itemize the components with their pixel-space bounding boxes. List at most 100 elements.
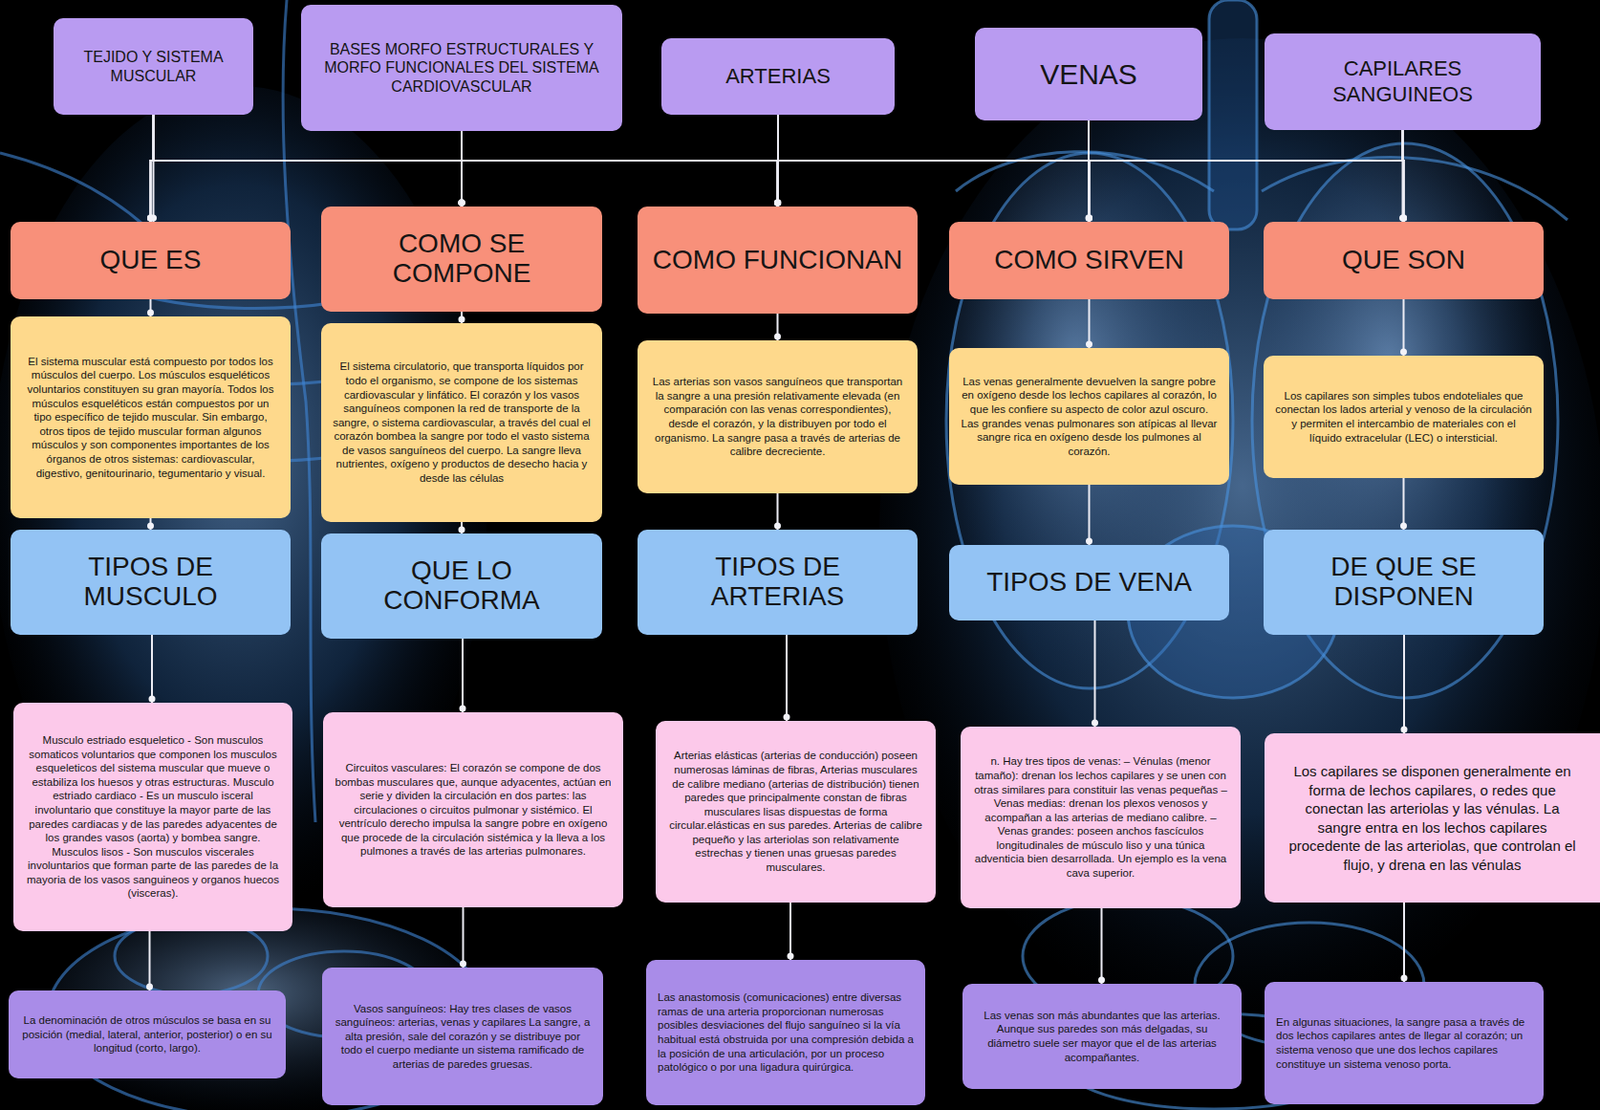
section-header: QUE SON: [1263, 221, 1544, 300]
connector-dot: [1400, 522, 1407, 530]
connector-dot: [459, 960, 467, 968]
category-header: TIPOS DE MUSCULO: [10, 529, 291, 635]
connector-line: [778, 120, 1090, 207]
connector-line: [1101, 908, 1103, 984]
connector-line: [1089, 129, 1404, 222]
connector-line: [1088, 484, 1091, 545]
box-text: ARTERIAS: [672, 64, 884, 89]
connector-line: [461, 638, 464, 713]
connector-line: [461, 130, 1405, 222]
title-box: TEJIDO Y SISTEMA MUSCULAR: [53, 18, 254, 115]
box-text: QUE LO CONFORMA: [332, 556, 591, 616]
box-text: Circuitos vasculares: El corazón se comp…: [334, 760, 612, 859]
box-text: COMO FUNCIONAN: [648, 245, 907, 276]
box-text: QUE ES: [21, 245, 280, 276]
box-text: BASES MORFO ESTRUCTURALES Y MORFO FUNCIO…: [312, 40, 611, 96]
box-text: En algunas situaciones, la sangre pasa a…: [1275, 1015, 1533, 1071]
box-text: CAPILARES SANGUINEOS: [1275, 56, 1530, 108]
connector-line: [1403, 299, 1406, 356]
box-text: Vasos sanguíneos: Hay tres clases de vas…: [333, 1001, 592, 1072]
connector-line: [151, 120, 1090, 222]
box-text: Los capilares son simples tubos endoteli…: [1275, 389, 1533, 445]
summary-box: Las arterias son vasos sanguíneos que tr…: [637, 340, 918, 494]
detail-box: Los capilares se disponen generalmente e…: [1264, 733, 1600, 903]
connector-dot: [1085, 341, 1093, 348]
box-text: El sistema circulatorio, que transporta …: [332, 359, 591, 485]
note-box: La denominación de otros músculos se bas…: [8, 990, 286, 1079]
connector-line: [461, 120, 1089, 207]
connector-dot: [458, 199, 466, 207]
connector-dot: [774, 199, 781, 207]
section-header: COMO SIRVEN: [949, 221, 1230, 300]
connector-dot: [458, 199, 466, 207]
box-text: n. Hay tres tipos de venas: – Vénulas (m…: [972, 754, 1230, 880]
connector-dot: [458, 526, 466, 534]
connector-dot: [146, 983, 153, 991]
connector-line: [1094, 620, 1097, 727]
box-text: QUE SON: [1275, 245, 1533, 276]
box-text: Las arterias son vasos sanguíneos que tr…: [648, 374, 907, 459]
connector-line: [785, 634, 788, 721]
connector-dot: [459, 705, 467, 713]
note-box: Las venas son más abundantes que las art…: [962, 983, 1242, 1089]
detail-box: Musculo estriado esqueletico - Son muscu…: [13, 702, 293, 931]
detail-box: n. Hay tres tipos de venas: – Vénulas (m…: [960, 726, 1241, 909]
connector-dot: [149, 695, 156, 703]
box-text: COMO SIRVEN: [960, 245, 1218, 276]
connector-line: [462, 907, 465, 968]
connector-dot: [1400, 215, 1407, 222]
connector-dot: [1401, 726, 1408, 734]
box-text: TEJIDO Y SISTEMA MUSCULAR: [64, 47, 242, 85]
connector-line: [1402, 129, 1405, 222]
box-text: Los capilares se disponen generalmente e…: [1283, 761, 1581, 874]
connector-line: [789, 902, 792, 960]
connector-line: [461, 130, 779, 207]
connector-dot: [774, 333, 781, 341]
connector-line: [461, 129, 1404, 207]
connector-dot: [1085, 215, 1093, 222]
connector-dot: [774, 199, 781, 207]
connector-dot: [774, 199, 781, 207]
connector-dot: [1400, 215, 1407, 222]
connector-line: [1088, 120, 1405, 222]
box-text: COMO SE COMPONE: [332, 229, 591, 289]
connector-dot: [147, 215, 154, 222]
detail-box: Arterias elásticas (arterias de conducci…: [655, 720, 936, 903]
box-text: La denominación de otros músculos se bas…: [20, 1013, 275, 1056]
summary-box: Las venas generalmente devuelven la sang…: [949, 347, 1230, 485]
box-text: TIPOS DE MUSCULO: [21, 552, 280, 612]
connector-dot: [1085, 215, 1093, 222]
connector-line: [1403, 634, 1406, 734]
connector-dot: [1400, 215, 1407, 222]
connector-dot: [1085, 215, 1093, 222]
connector-dot: [147, 215, 154, 222]
connector-line: [151, 634, 153, 703]
category-header: QUE LO CONFORMA: [321, 533, 603, 639]
title-box: CAPILARES SANGUINEOS: [1264, 33, 1541, 130]
connector-line: [1403, 477, 1406, 530]
section-header: QUE ES: [10, 221, 291, 300]
connector-dot: [1399, 215, 1406, 222]
box-text: TIPOS DE VENA: [960, 567, 1218, 598]
summary-box: Los capilares son simples tubos endoteli…: [1263, 355, 1544, 478]
category-header: TIPOS DE VENA: [949, 544, 1230, 621]
connector-dot: [787, 952, 795, 960]
connector-line: [153, 114, 1090, 222]
connector-dot: [147, 215, 154, 222]
category-header: DE QUE SE DISPONEN: [1263, 529, 1544, 635]
box-text: Las venas son más abundantes que las art…: [973, 1008, 1231, 1064]
connector-dot: [458, 199, 466, 207]
connector-line: [1088, 299, 1091, 348]
connector-line: [149, 930, 152, 991]
connector-dot: [1401, 974, 1408, 982]
box-text: VENAS: [986, 57, 1191, 92]
connector-dot: [783, 713, 791, 721]
title-box: ARTERIAS: [661, 38, 895, 115]
category-header: TIPOS DE ARTERIAS: [637, 529, 918, 635]
title-box: VENAS: [974, 27, 1203, 121]
note-box: Vasos sanguíneos: Hay tres clases de vas…: [322, 967, 604, 1105]
connector-dot: [147, 309, 154, 317]
detail-box: Circuitos vasculares: El corazón se comp…: [323, 712, 624, 908]
box-text: Musculo estriado esqueletico - Son muscu…: [24, 733, 282, 901]
box-text: Las anastomosis (comunicaciones) entre d…: [657, 990, 914, 1075]
